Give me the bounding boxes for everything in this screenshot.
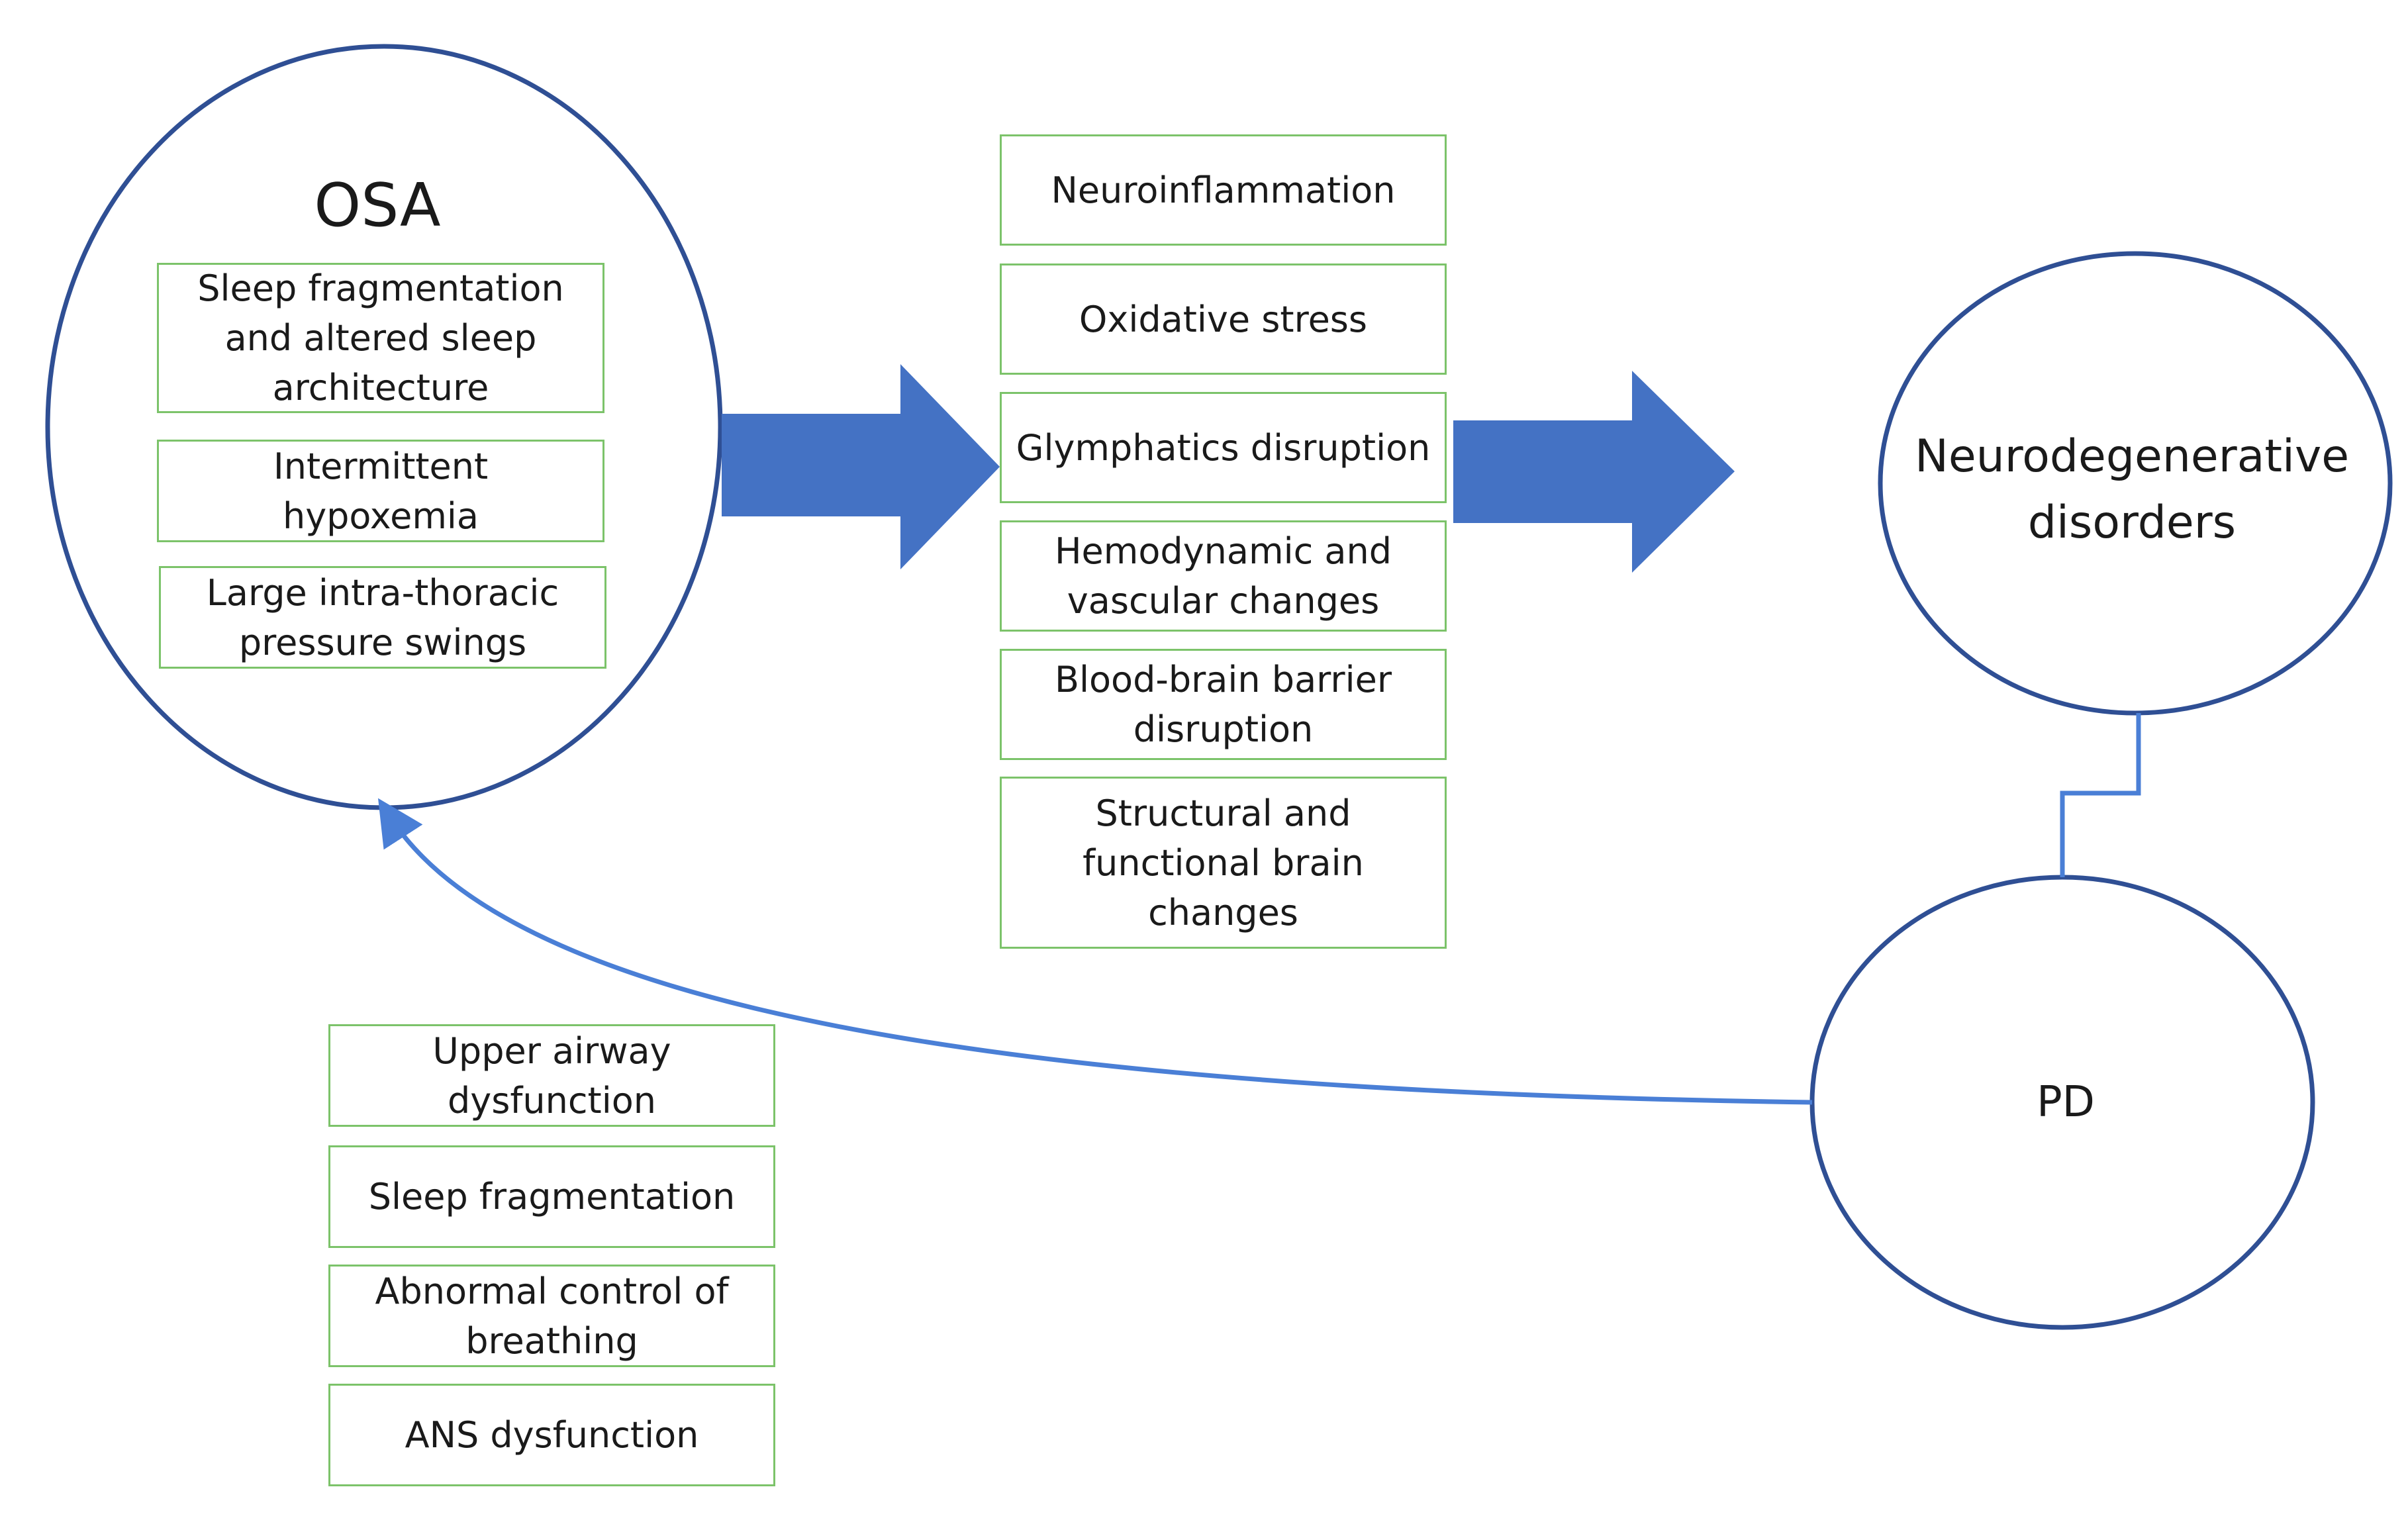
curved-arrow-pd-to-osa <box>377 798 1813 1105</box>
pd-item-label: Sleep fragmentation <box>368 1176 736 1218</box>
mechanism-structural-functional: Structural and functional brain changes <box>1000 777 1447 949</box>
osa-item-label: Intermittent hypoxemia <box>273 445 489 537</box>
mechanism-blood-brain-barrier: Blood-brain barrier disruption <box>1000 649 1447 760</box>
mechanism-label: Blood-brain barrier disruption <box>1054 659 1392 750</box>
mechanism-label: Oxidative stress <box>1079 298 1368 340</box>
pd-item-label: Upper airway dysfunction <box>432 1029 671 1122</box>
pd-item-sleep-fragmentation: Sleep fragmentation <box>328 1145 775 1248</box>
pd-item-label: Abnormal control of breathing <box>375 1270 729 1362</box>
mechanism-label: Hemodynamic and vascular changes <box>1054 530 1392 622</box>
osa-item-sleep-fragmentation: Sleep fragmentation and altered sleep ar… <box>157 263 604 413</box>
arrow-osa-to-mechanisms <box>722 364 1000 569</box>
pd-title: PD <box>2037 1078 2095 1127</box>
osa-item-label: Sleep fragmentation and altered sleep ar… <box>197 267 564 408</box>
pd-item-upper-airway: Upper airway dysfunction <box>328 1024 775 1127</box>
neurodegenerative-circle <box>1878 251 2393 716</box>
mechanism-oxidative-stress: Oxidative stress <box>1000 263 1447 375</box>
mechanism-neuroinflammation: Neuroinflammation <box>1000 134 1447 246</box>
osa-item-label: Large intra-thoracic pressure swings <box>206 571 559 663</box>
osa-item-intermittent-hypoxemia: Intermittent hypoxemia <box>157 440 604 542</box>
mechanism-hemodynamic-vascular: Hemodynamic and vascular changes <box>1000 520 1447 632</box>
mechanism-label: Glymphatics disruption <box>1016 426 1431 469</box>
mechanism-glymphatics-disruption: Glymphatics disruption <box>1000 392 1447 503</box>
mechanism-label: Neuroinflammation <box>1051 169 1396 211</box>
neurodegenerative-title: Neurodegenerative disorders <box>1914 430 2350 549</box>
mechanism-label: Structural and functional brain changes <box>1083 792 1364 934</box>
osa-title: OSA <box>314 170 441 240</box>
arrow-mechanisms-to-neurodegenerative <box>1453 371 1735 573</box>
connector-neuro-pd <box>2060 713 2141 877</box>
osa-item-pressure-swings: Large intra-thoracic pressure swings <box>159 566 606 669</box>
pd-item-abnormal-breathing-control: Abnormal control of breathing <box>328 1265 775 1367</box>
pd-item-ans-dysfunction: ANS dysfunction <box>328 1384 775 1486</box>
pd-item-label: ANS dysfunction <box>405 1414 699 1456</box>
osa-circle <box>45 44 723 810</box>
